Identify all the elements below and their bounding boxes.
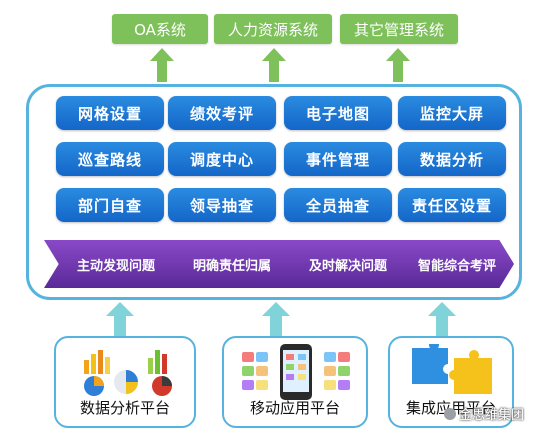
wechat-icon — [444, 407, 456, 420]
mobile-apps-icon — [242, 344, 350, 400]
up-arrow-icon — [150, 48, 174, 82]
module-event-management[interactable]: 事件管理 — [284, 142, 392, 176]
module-dept-self-check[interactable]: 部门自查 — [56, 188, 164, 222]
process-step-label: 及时解决问题 — [308, 258, 387, 274]
module-label: 领导抽查 — [189, 196, 254, 215]
oa-system-label: OA系统 — [134, 20, 186, 39]
module-label: 网格设置 — [77, 104, 142, 123]
process-step-label: 主动发现问题 — [76, 258, 155, 274]
module-label: 调度中心 — [189, 150, 254, 169]
module-leader-spot-check[interactable]: 领导抽查 — [168, 188, 276, 222]
data-analysis-platform: 数据分析平台 — [54, 336, 196, 428]
process-step-discover: 主动发现问题 — [44, 240, 178, 288]
up-arrow-icon — [262, 302, 290, 336]
module-label: 数据分析 — [419, 150, 484, 169]
module-data-analysis[interactable]: 数据分析 — [398, 142, 506, 176]
module-label: 事件管理 — [305, 150, 370, 169]
up-arrow-icon — [262, 48, 286, 82]
up-arrow-icon — [106, 302, 134, 336]
module-patrol-route[interactable]: 巡查路线 — [56, 142, 164, 176]
module-electronic-map[interactable]: 电子地图 — [284, 96, 392, 130]
other-system-box: 其它管理系统 — [340, 14, 458, 44]
other-system-label: 其它管理系统 — [353, 20, 444, 39]
up-arrow-icon — [386, 48, 410, 82]
process-step-evaluate: 智能综合考评 — [392, 240, 514, 288]
watermark-text: 金思维集团 — [459, 408, 525, 423]
charts-icon — [84, 350, 172, 396]
platform-label: 移动应用平台 — [249, 399, 340, 417]
module-label: 绩效考评 — [189, 104, 254, 123]
up-arrow-icon — [428, 302, 456, 336]
module-performance-review[interactable]: 绩效考评 — [168, 96, 276, 130]
puzzle-icon — [412, 344, 492, 394]
hr-system-box: 人力资源系统 — [214, 14, 332, 44]
module-all-staff-check[interactable]: 全员抽查 — [284, 188, 392, 222]
process-step-responsibility: 明确责任归属 — [160, 240, 294, 288]
module-label: 责任区设置 — [411, 196, 492, 215]
module-label: 监控大屏 — [419, 104, 484, 123]
mobile-app-platform: 移动应用平台 — [222, 336, 368, 428]
module-responsibility-zone[interactable]: 责任区设置 — [398, 188, 506, 222]
module-label: 电子地图 — [305, 104, 370, 123]
process-step-label: 智能综合考评 — [417, 258, 496, 274]
oa-system-box: OA系统 — [112, 14, 208, 44]
module-monitor-screen[interactable]: 监控大屏 — [398, 96, 506, 130]
module-grid-settings[interactable]: 网格设置 — [56, 96, 164, 130]
module-label: 巡查路线 — [77, 150, 142, 169]
module-dispatch-center[interactable]: 调度中心 — [168, 142, 276, 176]
process-step-label: 明确责任归属 — [192, 258, 271, 274]
process-step-resolve: 及时解决问题 — [276, 240, 410, 288]
platform-label: 数据分析平台 — [79, 399, 170, 417]
module-label: 全员抽查 — [305, 196, 370, 215]
hr-system-label: 人力资源系统 — [227, 20, 318, 39]
module-label: 部门自查 — [77, 196, 142, 215]
watermark: 金思维集团 — [444, 404, 524, 423]
